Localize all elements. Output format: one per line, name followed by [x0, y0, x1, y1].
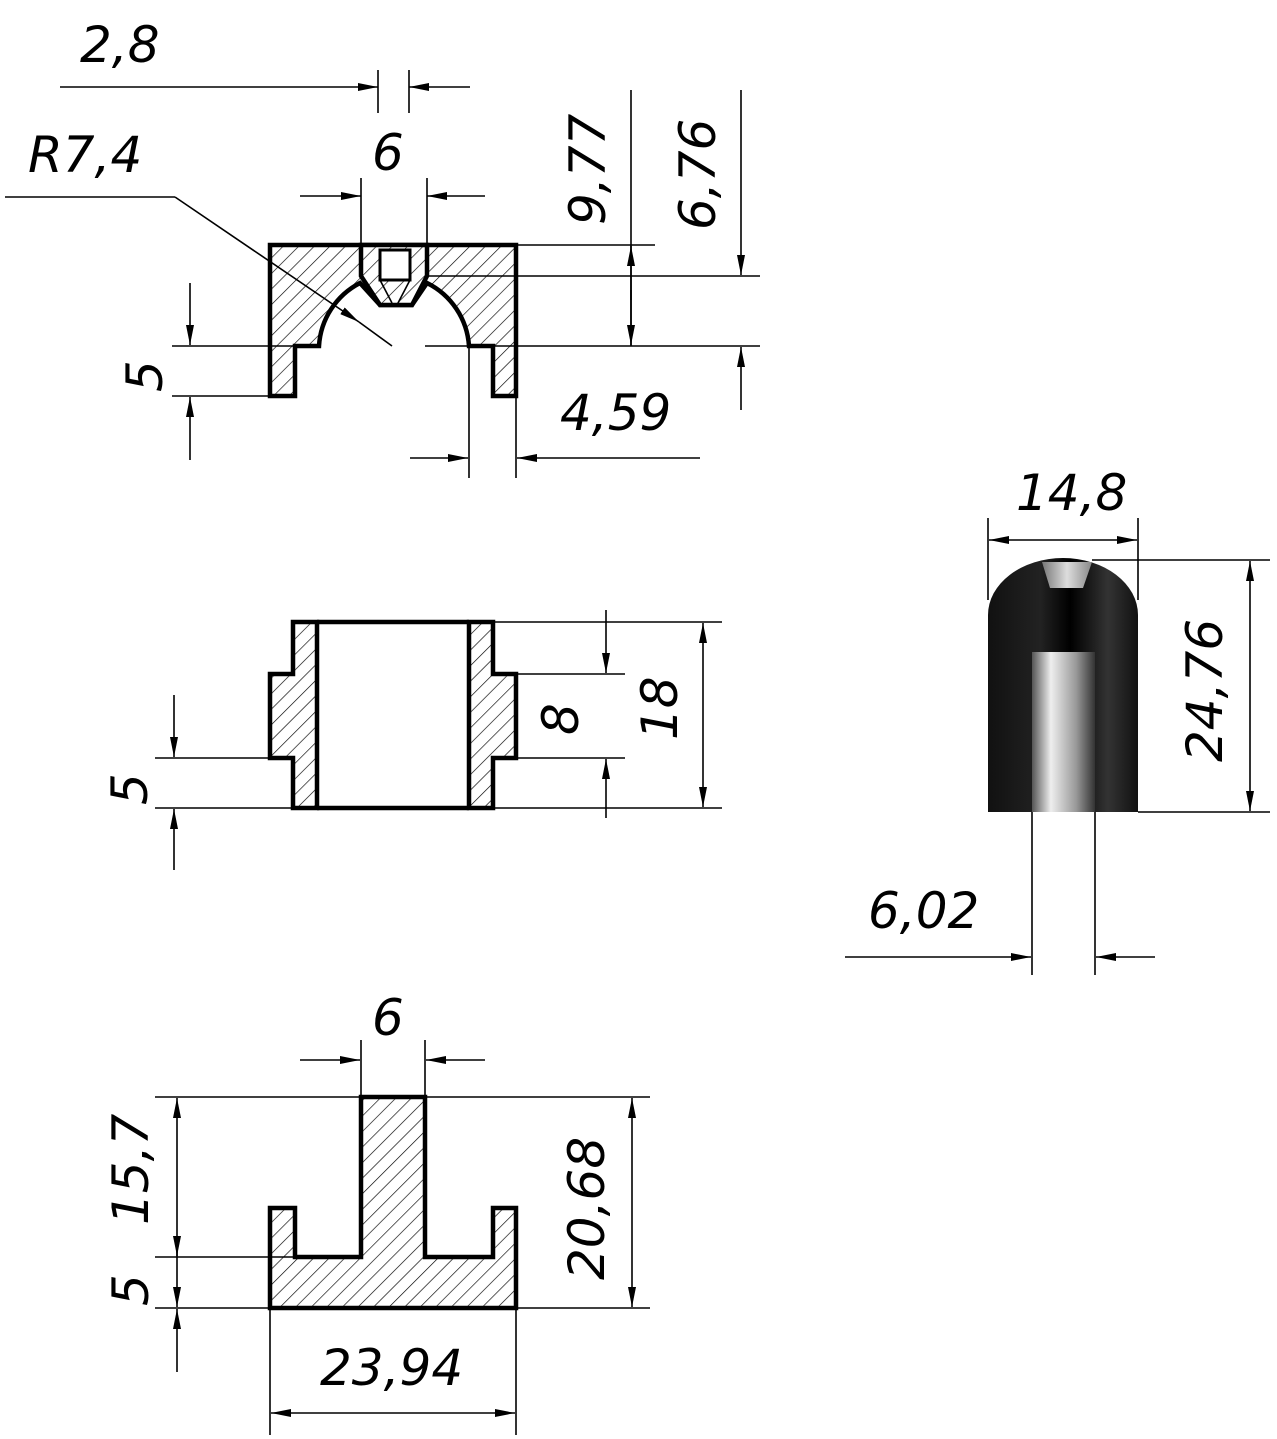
dim-5-bottom: 5 [102, 1274, 160, 1306]
dim-5-top: 5 [116, 360, 174, 392]
top-view-slot [378, 248, 412, 282]
dim-4-59: 4,59 [560, 384, 671, 442]
middle-view-left-wall [267, 619, 320, 811]
dim-r7-4: R7,4 [28, 126, 142, 184]
dim-23-94: 23,94 [320, 1339, 463, 1397]
middle-view: 8 18 5 [101, 610, 722, 870]
dim-2-8: 2,8 [80, 16, 160, 74]
top-view: 2,8 R7,4 6 9,77 6,76 5 4, [5, 16, 760, 478]
middle-view-right-wall [466, 619, 519, 811]
bottom-view-profile [267, 1094, 519, 1311]
dim-24-76: 24,76 [1176, 619, 1234, 762]
dim-20-68: 20,68 [558, 1137, 616, 1280]
bottom-view: 6 15,7 5 20,68 23,94 [102, 989, 650, 1435]
dim-9-77: 9,77 [559, 113, 617, 225]
side-view-bore [1032, 652, 1095, 812]
dim-6-bottom: 6 [372, 989, 404, 1047]
dim-18: 18 [631, 676, 689, 740]
dim-15-7: 15,7 [102, 1113, 160, 1225]
dim-6-02: 6,02 [868, 882, 979, 940]
dim-5-middle: 5 [101, 773, 159, 805]
side-view: 14,8 24,76 6,02 [845, 464, 1270, 975]
dim-6-top: 6 [372, 124, 404, 182]
side-view-cone [1042, 562, 1092, 588]
dim-6-76: 6,76 [669, 119, 727, 230]
dim-8: 8 [532, 703, 590, 735]
dim-14-8: 14,8 [1016, 464, 1127, 522]
